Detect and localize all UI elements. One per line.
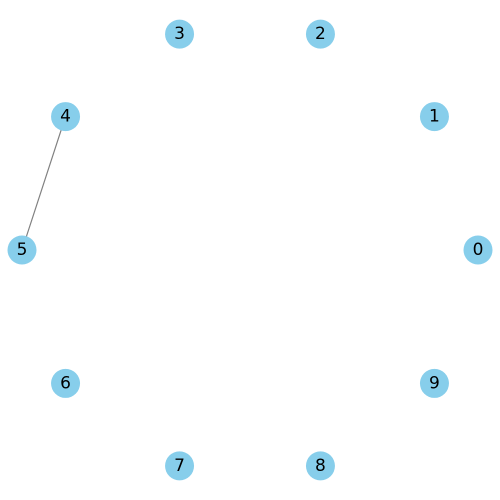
- node-3: 3: [165, 19, 195, 49]
- node-circle: [419, 102, 449, 132]
- node-label: 0: [473, 240, 484, 260]
- node-circle: [165, 451, 195, 481]
- node-circle: [419, 368, 449, 398]
- node-circle: [463, 235, 493, 265]
- node-2: 2: [305, 19, 335, 49]
- node-6: 6: [51, 368, 81, 398]
- edges-layer: [21, 116, 67, 251]
- node-label: 2: [315, 24, 326, 44]
- node-4: 4: [51, 102, 81, 132]
- node-label: 1: [429, 107, 440, 127]
- node-9: 9: [419, 368, 449, 398]
- nodes-layer: 0 1 2 3 4 5 6 7 8 9: [7, 19, 493, 481]
- node-circle: [51, 102, 81, 132]
- node-circle: [7, 235, 37, 265]
- node-label: 9: [429, 373, 440, 393]
- node-circle: [165, 19, 195, 49]
- node-0: 0: [463, 235, 493, 265]
- node-circle: [51, 368, 81, 398]
- node-5: 5: [7, 235, 37, 265]
- node-label: 8: [315, 456, 326, 476]
- node-label: 3: [174, 24, 185, 44]
- node-8: 8: [305, 451, 335, 481]
- node-label: 4: [60, 107, 71, 127]
- node-7: 7: [165, 451, 195, 481]
- node-label: 5: [17, 240, 28, 260]
- edge-4-5: [21, 116, 67, 251]
- node-label: 7: [174, 456, 185, 476]
- node-circle: [305, 19, 335, 49]
- node-label: 6: [60, 373, 71, 393]
- node-circle: [305, 451, 335, 481]
- node-1: 1: [419, 102, 449, 132]
